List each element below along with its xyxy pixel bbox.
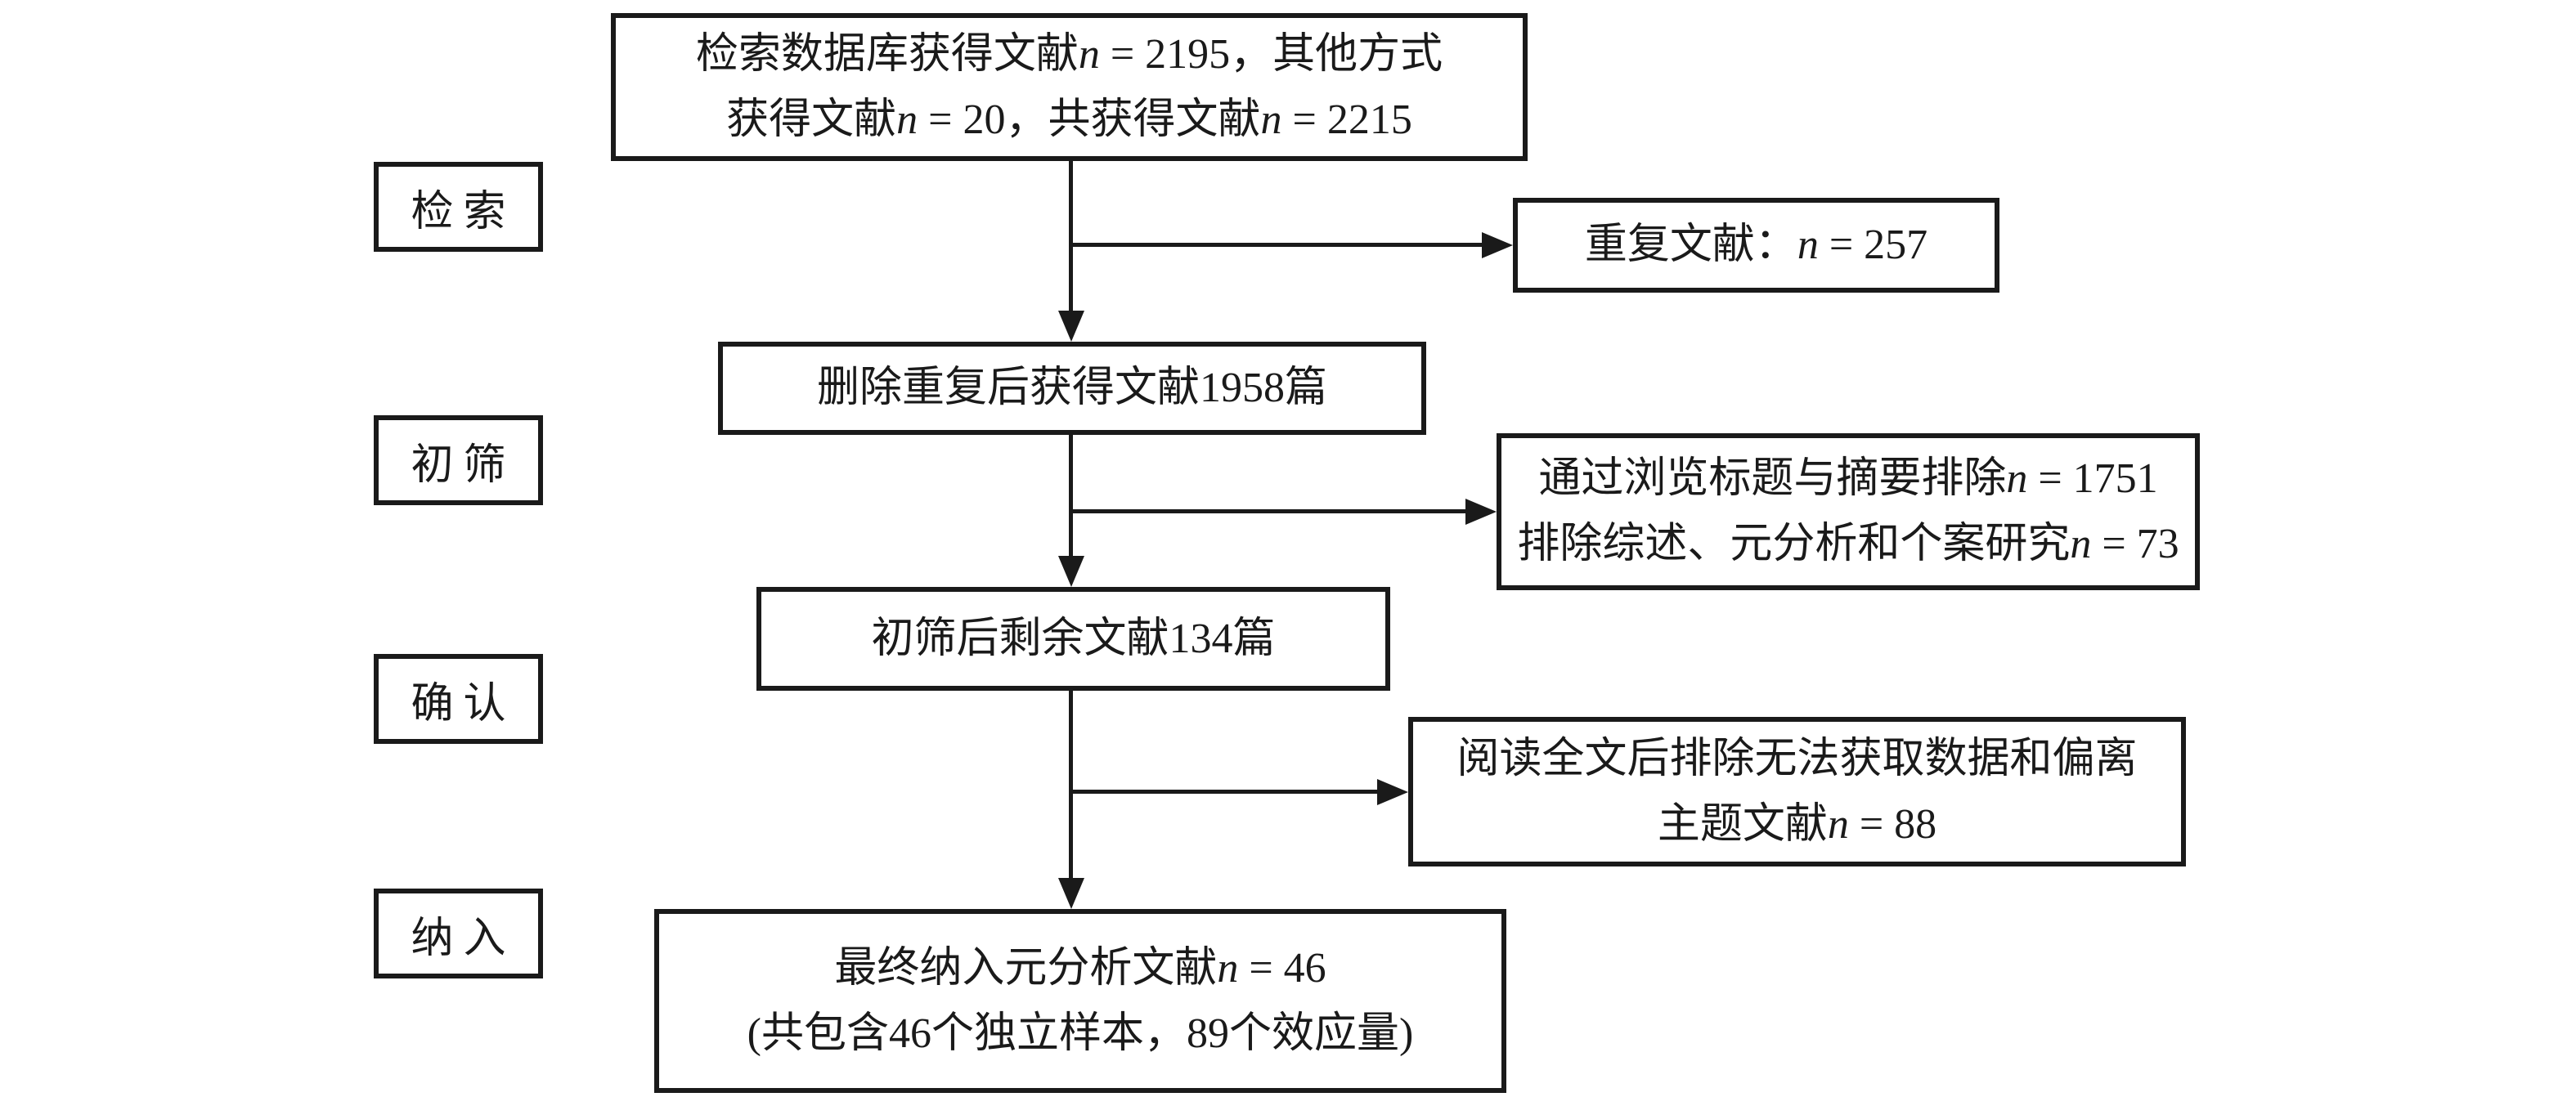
branch-line-fulltext <box>1069 790 1379 794</box>
text-line: 删除重复后获得文献1958篇 <box>817 356 1327 421</box>
text-line: (共包含46个独立样本，89个效应量) <box>747 1001 1414 1067</box>
text-segment: = 20，共获得文献 <box>918 96 1261 143</box>
text-segment: = 46 <box>1238 944 1326 992</box>
text-segment: 初筛后剩余文献134篇 <box>871 615 1276 662</box>
stage-label-text: 初筛 <box>411 441 516 489</box>
text-segment: 排除综述、元分析和个案研究 <box>1517 521 2071 567</box>
text-line: 初筛后剩余文献134篇 <box>871 607 1275 672</box>
math-variable: n <box>1797 222 1819 268</box>
arrowhead-right-icon <box>1482 232 1513 258</box>
arrowhead-right-icon <box>1465 499 1497 525</box>
after-screening-box: 初筛后剩余文献134篇 <box>756 587 1390 691</box>
arrowhead-down-icon <box>1057 878 1084 909</box>
stage-label-retrieval: 检索 <box>374 162 543 252</box>
text-segment: 删除重复后获得文献1958篇 <box>816 365 1327 411</box>
math-variable: n <box>1078 30 1100 78</box>
flow-line-1 <box>1069 161 1073 314</box>
stage-label-text: 检索 <box>411 188 516 235</box>
text-segment: = 73 <box>2091 521 2179 567</box>
stage-label-included: 纳入 <box>374 889 543 978</box>
text-line: 检索数据库获得文献n = 2195，其他方式 <box>696 22 1443 87</box>
stage-label-text: 纳入 <box>411 915 516 962</box>
arrowhead-down-icon <box>1057 311 1084 342</box>
text-segment: = 88 <box>1848 800 1937 848</box>
text-segment: = 257 <box>1818 222 1928 268</box>
math-variable: n <box>2070 521 2092 567</box>
flow-line-2 <box>1069 435 1073 559</box>
flow-line-3 <box>1069 691 1073 881</box>
text-line: 排除综述、元分析和个案研究n = 73 <box>1517 512 2179 577</box>
stage-label-eligibility: 确认 <box>374 654 543 744</box>
arrowhead-down-icon <box>1057 556 1084 587</box>
text-line: 最终纳入元分析文献n = 46 <box>834 936 1326 1001</box>
text-line: 获得文献n = 20，共获得文献n = 2215 <box>726 87 1412 153</box>
text-segment: 通过浏览标题与摘要排除 <box>1538 455 2007 502</box>
final-included-box: 最终纳入元分析文献n = 46 (共包含46个独立样本，89个效应量) <box>654 909 1506 1093</box>
math-variable: n <box>1260 96 1282 143</box>
text-line: 通过浏览标题与摘要排除n = 1751 <box>1538 446 2157 512</box>
text-line: 主题文献n = 88 <box>1658 792 1936 857</box>
branch-line-title-abstract <box>1069 509 1467 513</box>
math-variable: n <box>896 96 918 143</box>
text-segment: 主题文献 <box>1657 800 1828 848</box>
text-segment: 最终纳入元分析文献 <box>834 944 1218 992</box>
text-segment: 检索数据库获得文献 <box>695 30 1079 78</box>
fulltext-excluded-box: 阅读全文后排除无法获取数据和偏离主题文献n = 88 <box>1408 717 2186 866</box>
math-variable: n <box>1827 800 1849 848</box>
text-segment: = 2215 <box>1281 96 1412 143</box>
text-segment: (共包含46个独立样本，89个效应量) <box>747 1010 1414 1057</box>
text-segment: 阅读全文后排除无法获取数据和偏离 <box>1456 735 2138 782</box>
text-segment: = 2195，其他方式 <box>1099 30 1443 78</box>
text-segment: 获得文献 <box>726 96 897 143</box>
text-segment: 重复文献： <box>1584 222 1797 268</box>
text-line: 重复文献：n = 257 <box>1585 213 1928 278</box>
branch-line-duplicates <box>1069 243 1483 247</box>
math-variable: n <box>2006 455 2028 502</box>
arrowhead-right-icon <box>1377 779 1408 805</box>
after-dedup-box: 删除重复后获得文献1958篇 <box>718 342 1426 435</box>
text-line: 阅读全文后排除无法获取数据和偏离 <box>1456 727 2137 792</box>
stage-label-screening: 初筛 <box>374 415 543 505</box>
text-segment: = 1751 <box>2027 455 2158 502</box>
math-variable: n <box>1217 944 1239 992</box>
records-identified-box: 检索数据库获得文献n = 2195，其他方式获得文献n = 20，共获得文献n … <box>611 13 1528 161</box>
duplicates-removed-box: 重复文献：n = 257 <box>1513 198 1999 293</box>
stage-label-text: 确认 <box>411 680 516 728</box>
